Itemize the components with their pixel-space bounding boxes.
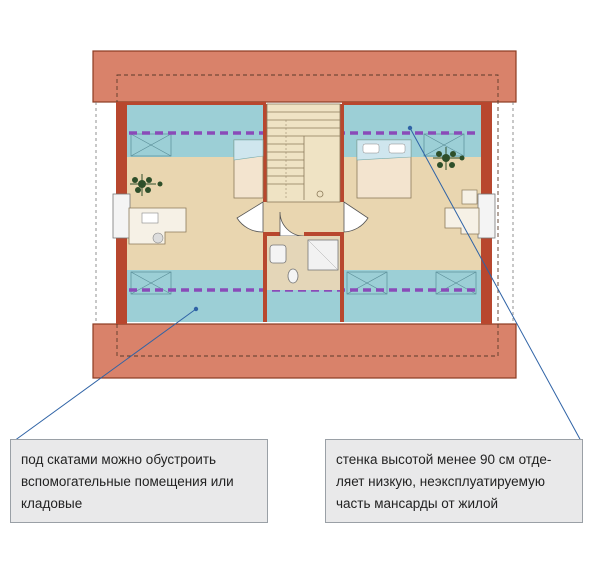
- staircase: [266, 103, 341, 203]
- plant-right: [433, 147, 465, 170]
- leader-line-right: [409, 127, 582, 442]
- door-swing-left: [236, 201, 264, 233]
- callout-right-line-1: стенка высотой менее 90 см отде-: [336, 452, 552, 467]
- storage-box-bottom-left: [130, 271, 172, 295]
- low-zone-bottom-mid: [266, 290, 342, 322]
- callout-left-line-3: кладовые: [21, 496, 83, 511]
- toilet: [287, 268, 299, 284]
- sink: [269, 244, 287, 264]
- bed-right: [356, 139, 412, 199]
- partition-bath-top-2: [304, 232, 344, 236]
- leader-line-left: [13, 308, 197, 442]
- leader-dot-right: [407, 125, 413, 131]
- partition-bath-left: [263, 232, 267, 322]
- low-zone-bottom-left: [127, 270, 266, 322]
- callout-right-line-3: часть мансарды от жилой: [336, 496, 499, 511]
- desk-left: [128, 207, 187, 245]
- partition-bath-right: [340, 232, 344, 322]
- callout-left-line-2: вспомогательные помещения или: [21, 474, 234, 489]
- door-swing-bath: [279, 211, 305, 237]
- window-right: [477, 193, 496, 239]
- callout-knee-wall: стенка высотой менее 90 см отде- ляет ни…: [325, 439, 583, 523]
- roof-top: [92, 50, 517, 103]
- desk-right: [444, 189, 480, 235]
- low-zone-bottom-right: [342, 270, 481, 322]
- partition-bath-top: [263, 232, 280, 236]
- roof-bottom: [92, 323, 517, 379]
- partition-right: [340, 104, 344, 202]
- wall-top-left: [127, 102, 266, 105]
- callout-right-line-2: ляет низкую, неэксплуатируемую: [336, 474, 545, 489]
- door-swing-right: [343, 201, 369, 233]
- bed-left: [233, 139, 264, 199]
- storage-box-top-left: [130, 133, 172, 157]
- leader-dot-left: [193, 306, 199, 312]
- plant-left: [130, 174, 163, 196]
- partition-left: [263, 104, 267, 202]
- wall-top-right: [342, 102, 481, 105]
- callout-left-line-1: под скатами можно обустроить: [21, 452, 217, 467]
- callout-under-slopes: под скатами можно обустроить вспомогател…: [10, 439, 268, 523]
- window-left: [112, 193, 131, 239]
